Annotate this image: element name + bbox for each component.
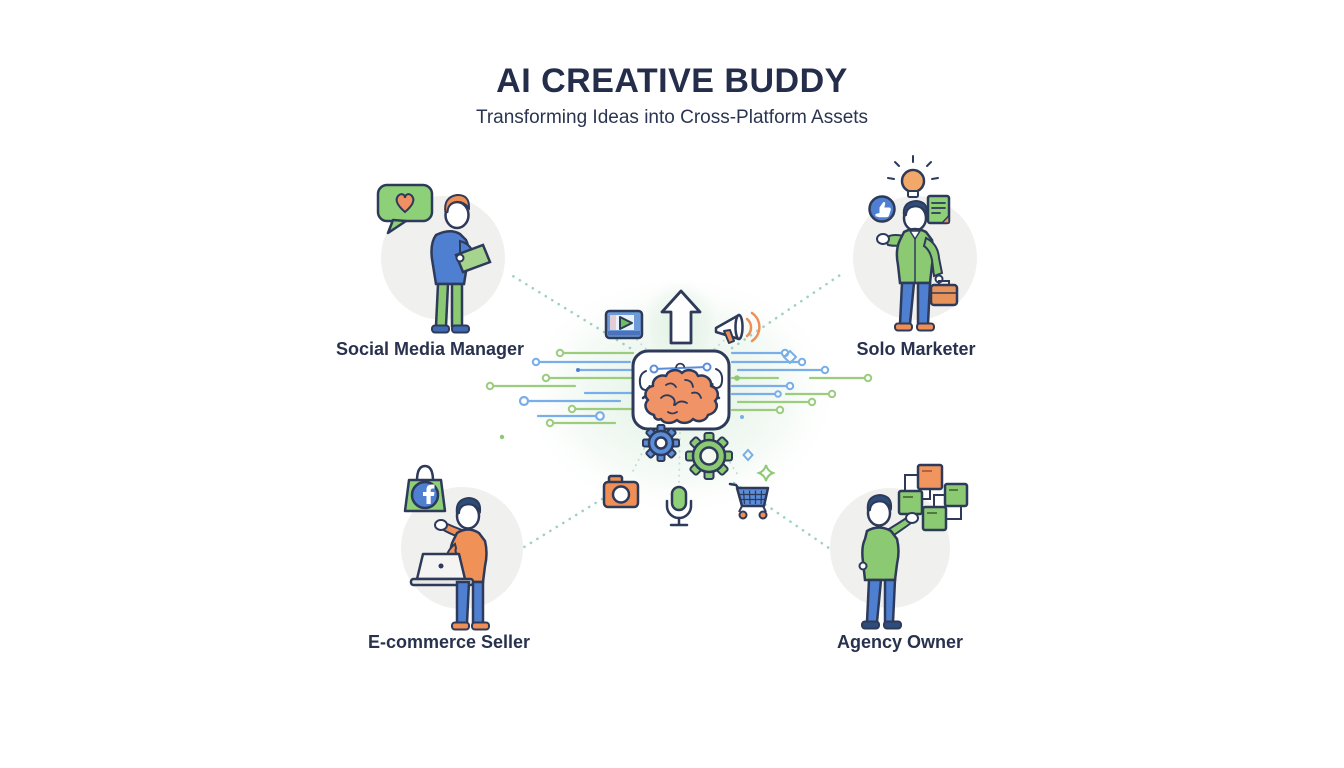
facebook-f [423,484,435,504]
camera-icon [602,474,640,509]
shoe [861,620,880,630]
persona-label-agency-owner: Agency Owner [836,632,964,652]
shoe [451,621,470,631]
lightbulb-icon [887,155,939,198]
shoe [451,324,470,334]
diamond-sparkles [742,349,798,482]
workflow-diagram-icon [897,463,969,532]
persona-figure [876,199,959,332]
ai-hub-illustration [485,270,873,559]
circuit-lines-left [485,348,635,440]
solo-marketer-illustration [853,155,977,332]
persona-figure [858,493,919,630]
hair [902,199,929,218]
heart-chat-bubble-icon [376,183,434,235]
microphone-icon [665,485,693,527]
gear-green-icon [685,432,733,480]
briefcase-icon [929,280,959,307]
persona-label-e-commerce-seller: E-commerce Seller [367,632,531,652]
persona-figure [430,193,492,334]
pants [455,580,471,625]
hair [444,193,471,215]
pants [434,282,450,328]
hair [866,493,893,513]
ai-brain-icon [631,349,731,431]
shopping-cart-icon [728,482,770,520]
persona-label-social-media-manager: Social Media Manager [335,339,525,359]
hand [905,512,919,524]
e-commerce-seller-illustration [401,464,523,631]
hair [455,496,482,516]
persona-label-solo-marketer: Solo Marketer [856,339,976,359]
document-icon [926,194,951,225]
page-subtitle: Transforming Ideas into Cross-Platform A… [475,107,869,128]
persona-figure [409,496,490,631]
shoe [916,322,935,332]
brain-shape [644,368,720,425]
video-player-icon [604,309,644,340]
shoe [883,620,902,630]
shoe [431,324,450,334]
page-title: AI CREATIVE BUDDY [496,62,848,100]
sweater [861,526,900,582]
hand [434,519,448,531]
pants [865,578,883,624]
megaphone-icon [714,311,761,344]
laptop-icon [409,552,475,587]
tablet [454,243,492,274]
icon-link-dots [631,334,739,484]
facebook-shopping-bag-icon [403,464,447,513]
hand [858,561,868,571]
gear-blue-icon [642,424,680,462]
shoe [894,322,913,332]
brain-folds [660,379,702,415]
hand [876,233,890,245]
thumbs-up-badge-icon [868,195,896,223]
social-media-manager-illustration [376,183,505,334]
shoe [471,621,490,631]
agency-owner-illustration [830,463,969,630]
up-arrow-icon [660,289,702,345]
